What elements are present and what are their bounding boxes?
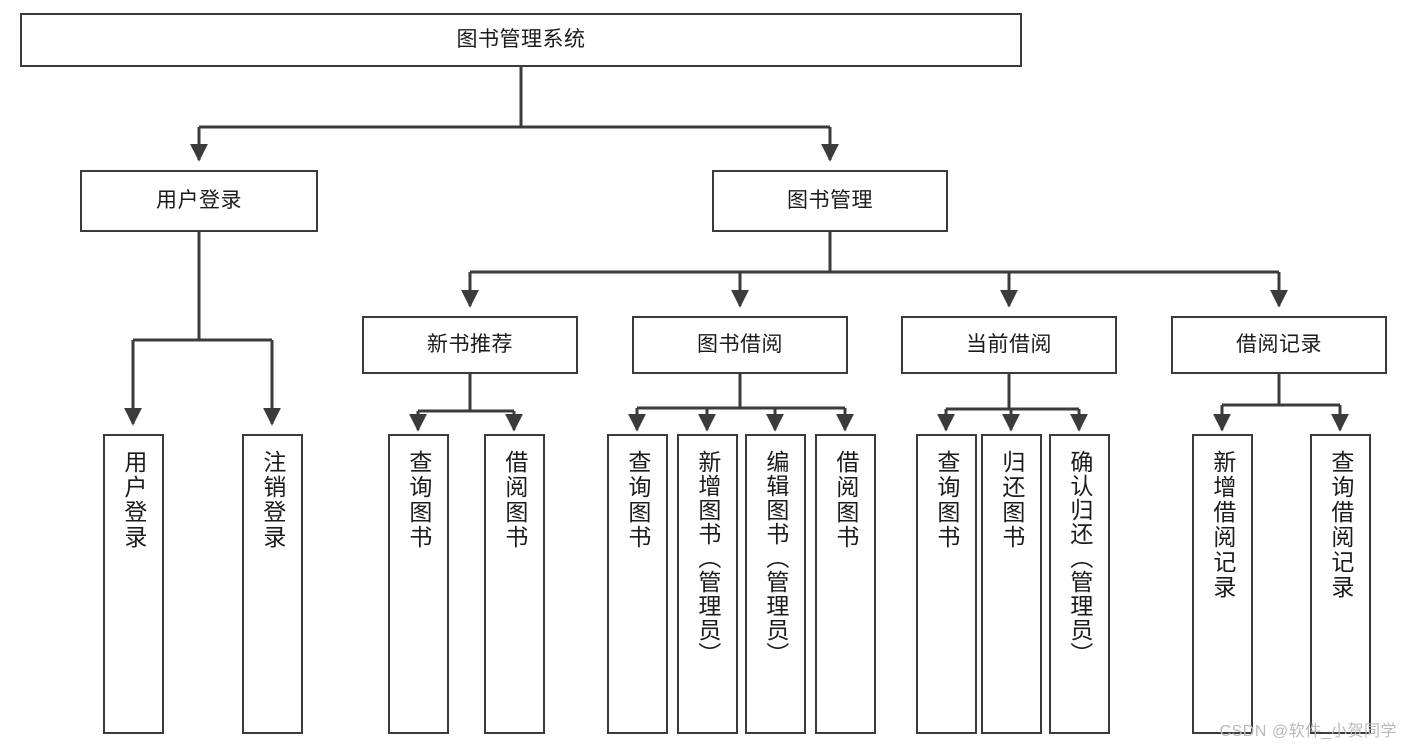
node-book-management[interactable]: 图书管理 — [712, 170, 948, 232]
node-borrow-record[interactable]: 借阅记录 — [1171, 316, 1387, 374]
node-label: 新书推荐 — [427, 332, 513, 356]
node-label: 查询图书 — [405, 450, 432, 550]
node-label: 图书借阅 — [697, 332, 783, 356]
node-label: 图书管理 — [787, 188, 873, 212]
node-user-login[interactable]: 用户登录 — [80, 170, 318, 232]
leaf-query-book-borrow[interactable]: 查询图书 — [607, 434, 668, 734]
node-label: 查询图书 — [933, 450, 960, 550]
node-label: 新增图书（管理员） — [694, 450, 721, 666]
node-root-book-management-system[interactable]: 图书管理系统 — [20, 13, 1022, 67]
node-label: 借阅记录 — [1236, 332, 1322, 356]
node-label: 图书管理系统 — [456, 27, 586, 51]
node-label: 用户登录 — [120, 450, 147, 550]
node-label: 查询图书 — [624, 450, 651, 550]
leaf-return-book[interactable]: 归还图书 — [981, 434, 1042, 734]
node-label: 归还图书 — [998, 450, 1025, 550]
leaf-logout-login[interactable]: 注销登录 — [242, 434, 303, 734]
node-label: 用户登录 — [156, 188, 242, 212]
node-label: 新增借阅记录 — [1209, 450, 1236, 600]
node-label: 编辑图书（管理员） — [762, 450, 789, 666]
node-new-book-recommend[interactable]: 新书推荐 — [362, 316, 578, 374]
node-label: 确认归还（管理员） — [1066, 450, 1093, 666]
leaf-query-book-recommend[interactable]: 查询图书 — [388, 434, 449, 734]
leaf-borrow-book-recommend[interactable]: 借阅图书 — [484, 434, 545, 734]
leaf-query-book-current[interactable]: 查询图书 — [916, 434, 977, 734]
node-label: 借阅图书 — [832, 450, 859, 550]
node-current-borrow[interactable]: 当前借阅 — [901, 316, 1117, 374]
leaf-add-borrow-record[interactable]: 新增借阅记录 — [1192, 434, 1253, 734]
leaf-edit-book-admin[interactable]: 编辑图书（管理员） — [745, 434, 806, 734]
leaf-borrow-book-borrow[interactable]: 借阅图书 — [815, 434, 876, 734]
node-book-borrow[interactable]: 图书借阅 — [632, 316, 848, 374]
leaf-query-borrow-record[interactable]: 查询借阅记录 — [1310, 434, 1371, 734]
node-label: 注销登录 — [259, 450, 286, 550]
leaf-user-login[interactable]: 用户登录 — [103, 434, 164, 734]
leaf-add-book-admin[interactable]: 新增图书（管理员） — [677, 434, 738, 734]
node-label: 查询借阅记录 — [1327, 450, 1354, 600]
node-label: 当前借阅 — [966, 332, 1052, 356]
leaf-confirm-return-admin[interactable]: 确认归还（管理员） — [1049, 434, 1110, 734]
node-label: 借阅图书 — [501, 450, 528, 550]
